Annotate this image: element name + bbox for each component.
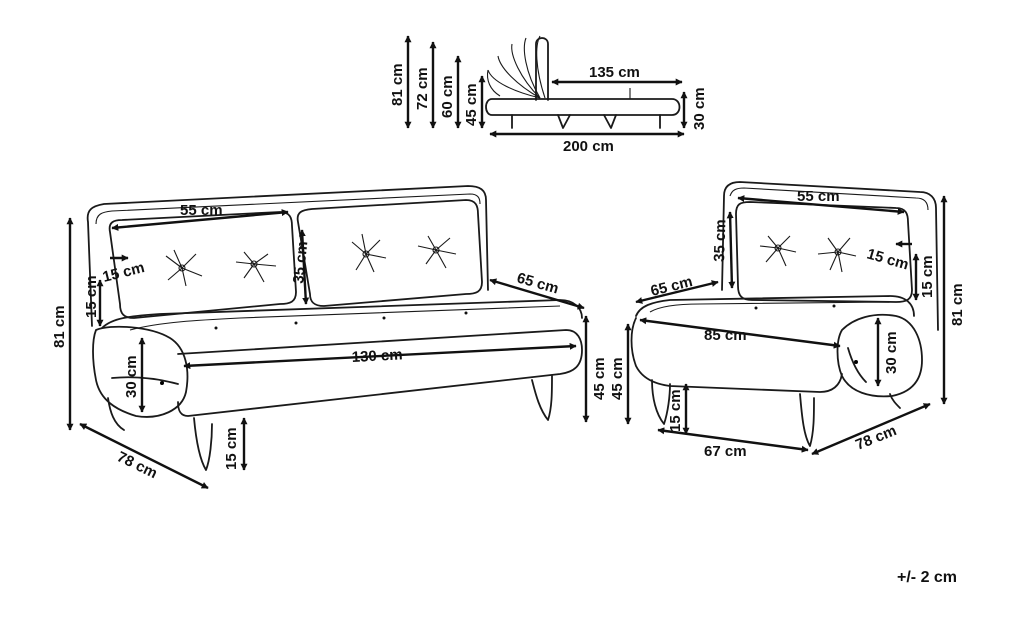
label-chair-30: 30 cm (883, 331, 900, 374)
label-sofa-55: 55 cm (180, 202, 223, 219)
label-sofa-30: 30 cm (123, 355, 140, 398)
tolerance-note: +/- 2 cm (897, 569, 957, 586)
side-view-sofa-bed (485, 35, 681, 129)
label-top-72: 72 cm (414, 67, 431, 110)
label-sofa-35: 35 cm (290, 240, 311, 284)
label-chair-15a: 15 cm (865, 246, 911, 274)
label-sofa-15: 15 cm (223, 427, 240, 470)
label-sofa-130: 130 cm (351, 346, 403, 366)
dim-line-sofa-130 (183, 342, 577, 370)
dim-line-sofa-65 (489, 278, 585, 310)
label-chair-55: 55 cm (797, 188, 840, 205)
dim-line-sofa-55 (111, 209, 289, 231)
label-top-60: 60 cm (439, 75, 456, 118)
label-top-81: 81 cm (389, 63, 406, 106)
label-sofa-15a: 15 cm (101, 259, 146, 286)
armchair-drawing (630, 181, 939, 447)
label-chair-35: 35 cm (711, 219, 729, 262)
label-chair-67: 67 cm (704, 443, 747, 460)
label-chair-65: 65 cm (649, 273, 694, 300)
label-chair-81: 81 cm (949, 283, 966, 326)
dim-line-chair-55 (737, 195, 905, 215)
label-chair-15b: 15 cm (919, 255, 936, 298)
label-sofa-81: 81 cm (51, 305, 68, 348)
dim-line-chair-65 (635, 280, 719, 304)
dim-line-chair-35 (726, 211, 736, 289)
dim-line-sofa-35 (298, 229, 310, 305)
label-sofa-45: 45 cm (591, 357, 608, 400)
label-top-45: 45 cm (463, 83, 480, 126)
label-chair-15: 15 cm (667, 389, 684, 432)
dim-line-chair-67 (657, 427, 809, 453)
dim-line-chair-78 (811, 402, 931, 456)
label-top-30: 30 cm (691, 87, 708, 130)
dim-line-sofa-78 (79, 422, 209, 490)
label-chair-85: 85 cm (704, 327, 747, 344)
label-chair-45: 45 cm (609, 357, 626, 400)
label-top-200: 200 cm (563, 138, 614, 155)
dim-line-chair-85 (639, 317, 841, 349)
label-top-135: 135 cm (589, 64, 640, 81)
sofa-drawing (86, 185, 583, 471)
label-sofa-15b: 15 cm (83, 275, 100, 318)
